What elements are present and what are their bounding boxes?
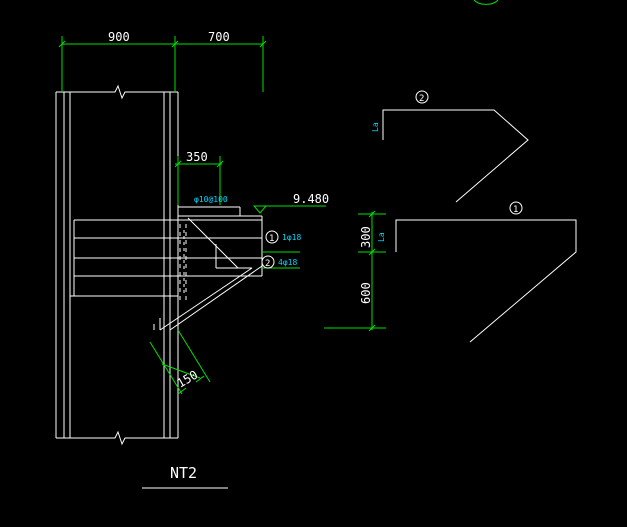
- detail-1-marker-circle: [509, 201, 523, 215]
- detail-2-marker: 2: [419, 94, 424, 104]
- elevation-label: 9.480: [293, 192, 329, 206]
- detail-1-marker: 1: [513, 205, 518, 215]
- anchorage-label-upper: La: [371, 122, 380, 132]
- dim-700-label: 700: [208, 30, 230, 44]
- dim-350-label: 350: [186, 150, 208, 164]
- elevation-mark: [252, 205, 326, 214]
- bar1-label: 1φ18: [282, 233, 301, 242]
- bar2-marker: 2: [265, 259, 270, 269]
- beam-hidden-lines: [179, 224, 187, 300]
- corbel-outline: [177, 206, 263, 220]
- dim-top: [58, 36, 267, 92]
- beam-outline: [70, 219, 263, 297]
- dim-900-label: 900: [108, 30, 130, 44]
- bar2-label: 4φ18: [278, 258, 297, 267]
- stirrup-label: φ10@100: [194, 195, 228, 204]
- top-edge-circle-fragment: [473, 0, 499, 5]
- column-outline: [55, 92, 179, 438]
- detail-2-marker-circle: [415, 90, 429, 104]
- haunch-rebar: [153, 217, 263, 331]
- bar2-marker-circle: [261, 255, 275, 269]
- dim-haunch: [149, 329, 211, 395]
- bar1-marker: 1: [269, 234, 274, 244]
- detail-1-bar-shape: [395, 219, 577, 343]
- dim-300-label: 300: [359, 226, 373, 248]
- dim-600-label: 600: [359, 282, 373, 304]
- anchorage-label-lower: La: [377, 232, 386, 242]
- detail-2-bar-shape: [382, 109, 529, 203]
- drawing-title: NT2: [170, 464, 197, 482]
- dim-corbel-depth: [174, 156, 224, 205]
- bar1-marker-circle: [265, 230, 279, 244]
- column-break-lines: [56, 84, 178, 446]
